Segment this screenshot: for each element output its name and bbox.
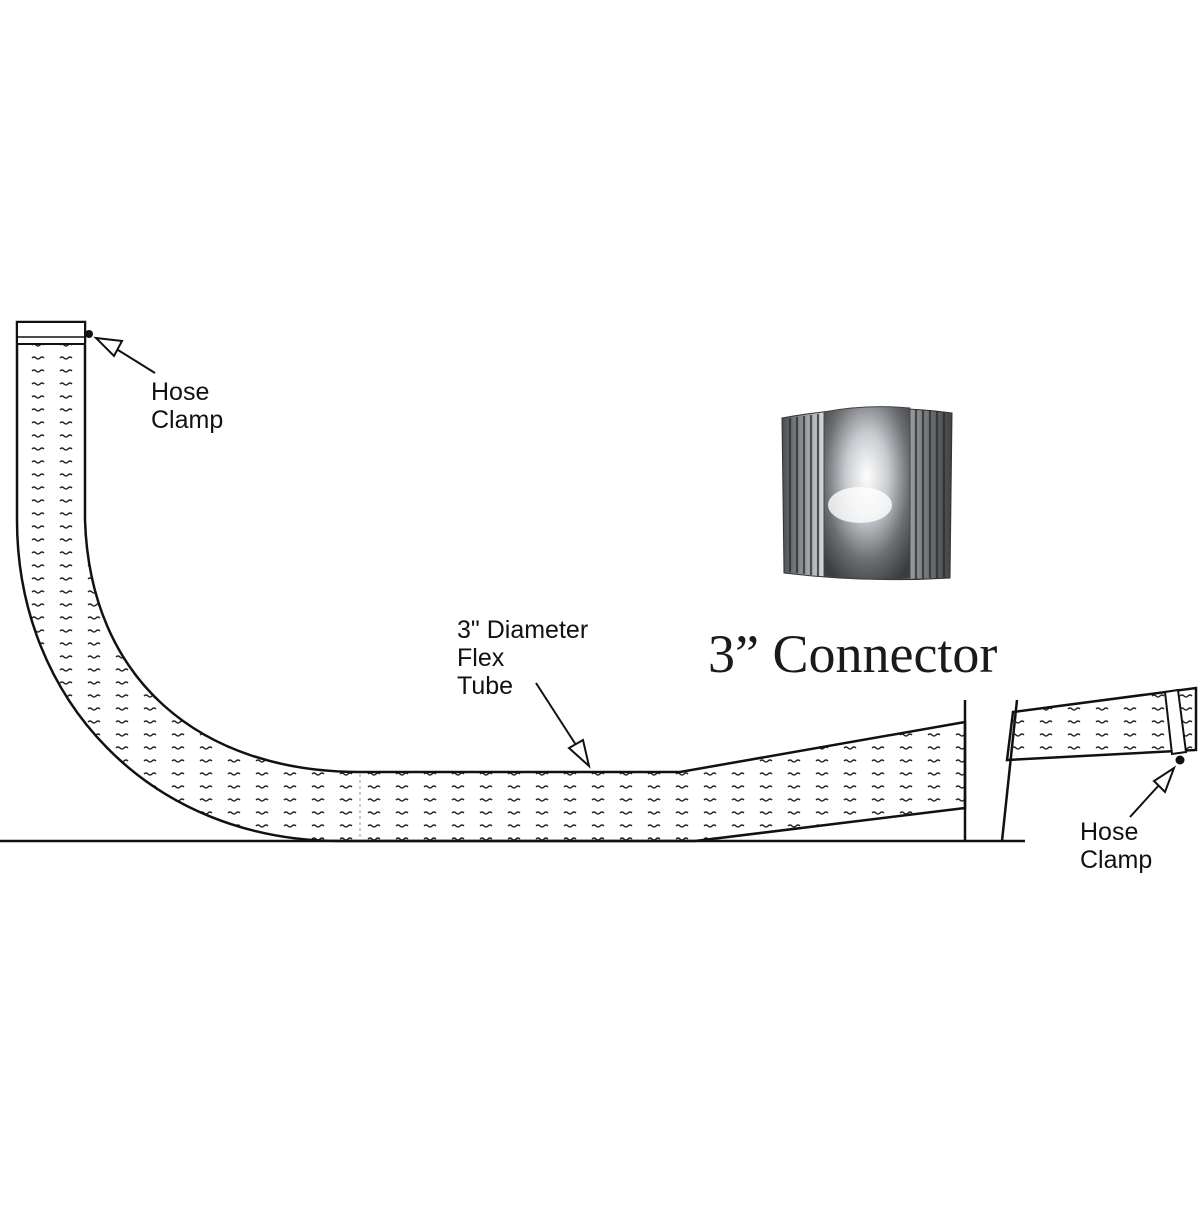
connector-label: 3” Connector (708, 624, 998, 684)
arrow-hose-clamp-top (93, 336, 156, 374)
arrow-flex-tube (535, 682, 591, 769)
hose-clamp-bottom-label: Hose Clamp (1080, 818, 1152, 874)
arrow-hose-clamp-bottom (1129, 765, 1177, 818)
flex-tube-line3: Tube (457, 672, 514, 700)
hose-clamp-top-line1: Hose (151, 378, 210, 406)
hose-clamp-top-line2: Clamp (151, 406, 224, 434)
flex-tube-right-segment (1005, 686, 1198, 762)
hose-clamp-bottom-screw (1175, 755, 1185, 765)
hose-clamp-bottom-line2: Clamp (1080, 846, 1153, 874)
hose-clamp-top-screw (85, 330, 93, 338)
flex-tube-line1: 3" Diameter (457, 616, 589, 644)
hose-clamp-top-label: Hose Clamp (151, 378, 223, 434)
hose-clamp-bottom-line1: Hose (1080, 818, 1139, 846)
flex-tube-label: 3" Diameter Flex Tube (457, 616, 588, 700)
top-collar (16, 321, 86, 345)
flex-tube-line2: Flex (457, 644, 505, 672)
connector-photo (781, 406, 953, 581)
